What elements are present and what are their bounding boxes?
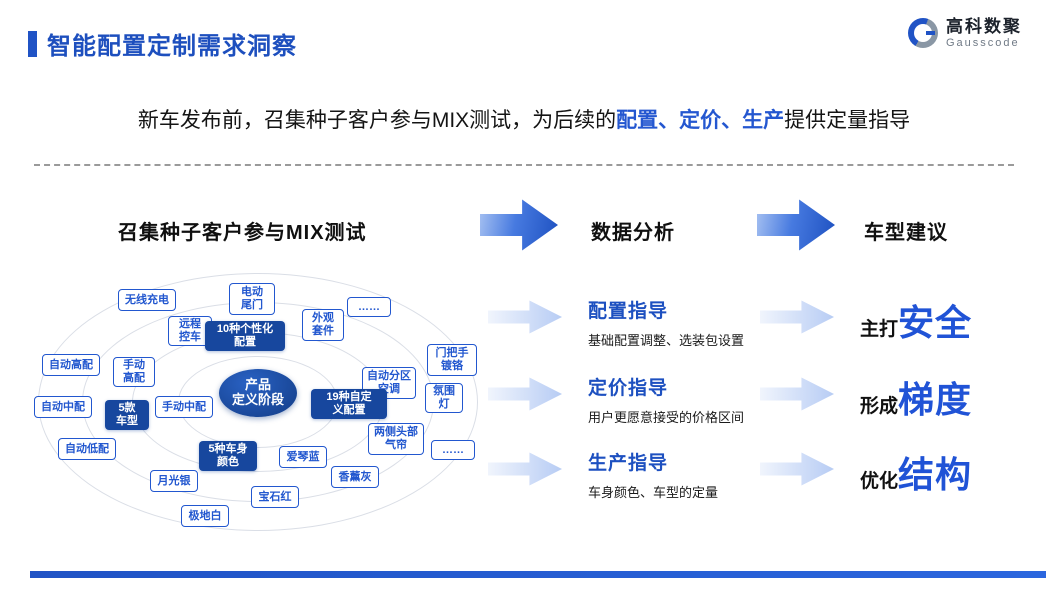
section-title-model-suggestion: 车型建议: [864, 222, 948, 244]
bubble-node: 氛围 灯: [425, 383, 463, 413]
guidance-desc: 用户更愿意接受的价格区间: [588, 410, 745, 425]
flow-row: 配置指导基础配置调整、选装包设置 主打安全: [488, 296, 1048, 360]
title-accent-bar: [28, 31, 37, 57]
company-logo: 高科数聚 Gausscode: [908, 17, 1022, 49]
flow-row: 定价指导用户更愿意接受的价格区间 形成梯度: [488, 373, 1048, 437]
bubble-node: 自动高配: [42, 354, 100, 376]
suggestion-keyword: 梯度: [898, 379, 973, 420]
logo-text: 高科数聚 Gausscode: [946, 17, 1022, 49]
bubble-node: 无线充电: [118, 289, 176, 311]
suggestion-block: 形成梯度: [860, 371, 972, 423]
bubble-node: 19种自定 义配置: [311, 389, 387, 419]
bubble-node: ……: [431, 440, 475, 460]
small-arrow-icon: [488, 300, 562, 334]
bubble-node: 远程 控车: [168, 316, 212, 346]
bubble-node: 极地白: [181, 505, 229, 527]
flow-row: 生产指导车身颜色、车型的定量 优化结构: [488, 448, 1048, 512]
bubble-node: 自动中配: [34, 396, 92, 418]
small-arrow-icon: [760, 377, 834, 411]
suggestion-keyword: 安全: [898, 302, 973, 343]
bubble-node: 10种个性化 配置: [205, 321, 285, 351]
suggestion-keyword: 结构: [898, 454, 973, 495]
bubble-node: 电动 尾门: [229, 283, 275, 315]
guidance-block: 生产指导车身颜色、车型的定量: [588, 448, 758, 501]
logo-name-cn: 高科数聚: [946, 17, 1022, 36]
small-arrow-icon: [760, 452, 834, 486]
bubble-node: 5款 车型: [105, 400, 149, 430]
suggestion-prefix: 主打: [860, 319, 899, 340]
bubble-node: 月光银: [150, 470, 198, 492]
section-title-data-analysis: 数据分析: [591, 222, 675, 244]
small-arrow-icon: [488, 377, 562, 411]
bubble-node: 两侧头部 气帘: [368, 423, 424, 455]
bubble-node: 香薰灰: [331, 466, 379, 488]
guidance-desc: 基础配置调整、选装包设置: [588, 333, 745, 348]
guidance-title: 生产指导: [588, 453, 669, 474]
guidance-title: 定价指导: [588, 378, 669, 399]
bubble-node: 手动 高配: [113, 357, 155, 387]
bubble-center-node: 产品 定义阶段: [219, 369, 297, 417]
bubble-node: 外观 套件: [302, 309, 344, 341]
slide-subtitle: 新车发布前，召集种子客户参与MIX测试，为后续的配置、定价、生产提供定量指导: [0, 104, 1048, 134]
subtitle-pre: 新车发布前，召集种子客户参与MIX测试，为后续的: [137, 109, 617, 132]
subtitle-post: 提供定量指导: [784, 109, 911, 132]
guidance-block: 定价指导用户更愿意接受的价格区间: [588, 373, 758, 426]
bubble-node: 自动分区 空调: [362, 367, 416, 399]
bubble-node: 门把手 镀铬: [427, 344, 477, 376]
guidance-desc: 车身颜色、车型的定量: [588, 485, 719, 500]
section-title-mix-test: 召集种子客户参与MIX测试: [118, 222, 367, 244]
suggestion-block: 优化结构: [860, 446, 972, 498]
bubble-node: 5种车身 颜色: [199, 441, 257, 471]
bubble-node: 自动低配: [58, 438, 116, 460]
small-arrow-icon: [760, 300, 834, 334]
logo-name-en: Gausscode: [946, 36, 1020, 49]
subtitle-highlight: 配置、定价、生产: [616, 109, 785, 132]
bubble-node: 宝石红: [251, 486, 299, 508]
suggestion-prefix: 形成: [860, 396, 899, 417]
bubble-node: 爱琴蓝: [279, 446, 327, 468]
guidance-title: 配置指导: [588, 301, 669, 322]
dashed-separator: [34, 164, 1014, 166]
flow-rows: 配置指导基础配置调整、选装包设置 主打安全定价指导用户更愿意接受的价格区间 形成梯度…: [488, 0, 1048, 589]
page-title: 智能配置定制需求洞察: [47, 33, 297, 60]
suggestion-prefix: 优化: [860, 471, 899, 492]
gausscode-logo-icon: [908, 18, 938, 49]
guidance-block: 配置指导基础配置调整、选装包设置: [588, 296, 758, 349]
bubble-node: ……: [347, 297, 391, 317]
bottom-accent-bar: [30, 571, 1046, 578]
bubble-node: 手动中配: [155, 396, 213, 418]
small-arrow-icon: [488, 452, 562, 486]
suggestion-block: 主打安全: [860, 294, 972, 346]
